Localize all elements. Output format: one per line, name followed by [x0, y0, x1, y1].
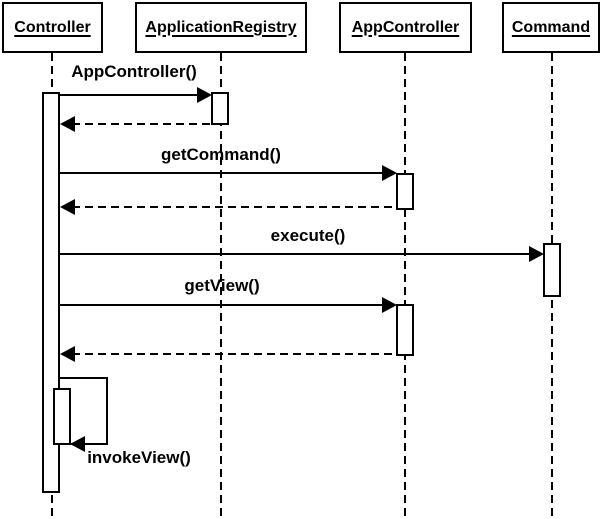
message-label-getcommand: getCommand(): [161, 145, 281, 164]
return-line-getcommand: [72, 206, 397, 208]
participant-command-label: Command: [511, 18, 591, 36]
participant-applicationregistry-label: ApplicationRegistry: [145, 18, 297, 36]
lifeline-applicationregistry: [220, 53, 222, 519]
participant-controller-label: Controller: [14, 18, 91, 36]
message-label-getview: getView(): [184, 276, 260, 295]
arrowhead-left-icon: [60, 346, 75, 362]
arrowhead-left-icon: [60, 116, 75, 132]
return-line-getview: [72, 353, 397, 355]
participant-appcontroller: AppController: [339, 2, 472, 53]
activation-appcontroller-getview: [396, 304, 414, 356]
message-label-appcontroller: AppController(): [71, 62, 197, 81]
message-line-appcontroller: [60, 94, 200, 96]
activation-command-execute: [543, 243, 561, 297]
arrowhead-right-icon: [529, 246, 544, 262]
participant-appcontroller-label: AppController: [351, 18, 460, 36]
arrowhead-right-icon: [382, 297, 397, 313]
activation-controller-nested: [53, 388, 71, 445]
message-line-execute: [60, 253, 532, 255]
message-line-getcommand: [60, 172, 385, 174]
arrowhead-left-icon: [60, 199, 75, 215]
arrowhead-right-icon: [197, 87, 212, 103]
message-label-invokeview: invokeView(): [87, 448, 191, 467]
return-line-applicationregistry: [72, 123, 212, 125]
arrowhead-right-icon: [382, 165, 397, 181]
activation-applicationregistry: [211, 92, 229, 125]
activation-appcontroller-getcommand: [396, 173, 414, 210]
arrowhead-left-icon: [70, 436, 85, 452]
participant-applicationregistry: ApplicationRegistry: [135, 2, 307, 53]
message-line-getview: [60, 304, 385, 306]
lifeline-appcontroller: [404, 53, 406, 519]
participant-command: Command: [502, 2, 600, 53]
message-label-execute: execute(): [270, 226, 346, 245]
participant-controller: Controller: [2, 2, 103, 53]
